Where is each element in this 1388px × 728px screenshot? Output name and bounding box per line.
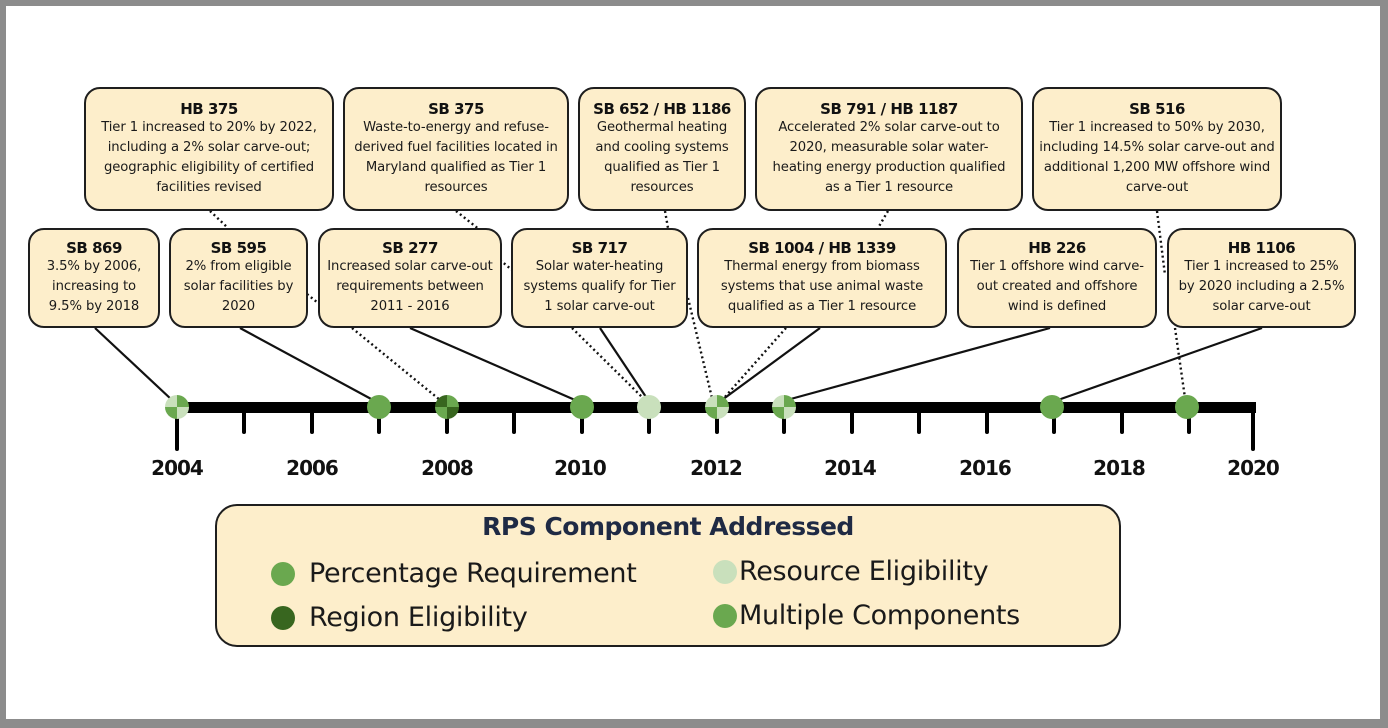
marker-2012-multiple (705, 395, 729, 419)
marker-2004-multiple (165, 395, 189, 419)
event-box-sb375: SB 375 Waste-to-energy and refuse-derive… (343, 87, 569, 211)
year-label-2012: 2012 (690, 456, 743, 480)
resource-dot-icon (713, 559, 737, 584)
percentage-dot-icon (271, 561, 295, 586)
year-label-2004: 2004 (151, 456, 204, 480)
legend-item-region: Region Eligibility (271, 602, 528, 633)
year-label-2016: 2016 (959, 456, 1012, 480)
bill-description: Waste-to-energy and refuse-derived fuel … (354, 120, 558, 195)
dotted-connectors (209, 210, 1187, 401)
marker-2010-percentage (570, 395, 594, 419)
bill-title: SB 652 / HB 1186 (593, 100, 731, 118)
solid-connectors (94, 326, 1263, 402)
bill-title: SB 717 (571, 239, 628, 257)
year-label-2014: 2014 (824, 456, 877, 480)
event-box-sb869: SB 869 3.5% by 2006, increasing to 9.5% … (28, 228, 160, 328)
event-box-hb1106: HB 1106 Tier 1 increased to 25% by 2020 … (1167, 228, 1356, 328)
bill-description: Accelerated 2% solar carve-out to 2020, … (772, 120, 1006, 195)
marker-2019-percentage (1175, 395, 1199, 419)
bill-description: Tier 1 increased to 20% by 2022, includi… (101, 120, 317, 195)
bill-description: Increased solar carve-out requirements b… (327, 259, 493, 314)
bill-title: SB 791 / HB 1187 (820, 100, 958, 118)
marker-2017-percentage (1040, 395, 1064, 419)
legend-title: RPS Component Addressed (482, 512, 854, 541)
bill-description: 3.5% by 2006, increasing to 9.5% by 2018 (46, 259, 142, 314)
year-label-2008: 2008 (421, 456, 474, 480)
event-box-sb791-hb1187: SB 791 / HB 1187 Accelerated 2% solar ca… (755, 87, 1023, 211)
event-box-hb375: HB 375 Tier 1 increased to 20% by 2022, … (84, 87, 334, 211)
legend-item-percentage: Percentage Requirement (271, 558, 637, 589)
region-dot-icon (271, 605, 295, 630)
legend-label: Region Eligibility (309, 602, 528, 633)
year-label-2018: 2018 (1093, 456, 1146, 480)
bill-title: SB 595 (210, 239, 267, 257)
marker-2013-multiple (772, 395, 796, 419)
year-label-2010: 2010 (554, 456, 607, 480)
legend-item-resource: Resource Eligibility (713, 556, 989, 587)
year-label-2006: 2006 (286, 456, 339, 480)
bill-description: Tier 1 offshore wind carve-out created a… (970, 259, 1144, 314)
multiple-dot-icon (713, 603, 737, 628)
legend-label: Resource Eligibility (739, 556, 989, 587)
event-box-sb1004-hb1339: SB 1004 / HB 1339 Thermal energy from bi… (697, 228, 947, 328)
bill-description: Tier 1 increased to 50% by 2030, includi… (1039, 120, 1275, 195)
marker-2007-percentage (367, 395, 391, 419)
bill-title: SB 869 (66, 239, 122, 257)
bill-description: Geothermal heating and cooling systems q… (595, 120, 729, 195)
legend: RPS Component Addressed Percentage Requi… (215, 504, 1121, 647)
event-box-sb277: SB 277 Increased solar carve-out require… (318, 228, 502, 328)
bill-title: HB 1106 (1227, 239, 1296, 257)
bill-description: 2% from eligible solar facilities by 202… (183, 259, 294, 314)
bill-description: Thermal energy from biomass systems that… (720, 259, 924, 314)
event-box-sb595: SB 595 2% from eligible solar facilities… (169, 228, 308, 328)
legend-label: Percentage Requirement (309, 558, 637, 589)
event-box-sb516: SB 516 Tier 1 increased to 50% by 2030, … (1032, 87, 1282, 211)
bill-title: HB 226 (1028, 239, 1086, 257)
bill-title: SB 516 (1129, 100, 1185, 118)
event-box-sb717: SB 717 Solar water-heating systems quali… (511, 228, 688, 328)
year-label-2020: 2020 (1227, 456, 1280, 480)
legend-label: Multiple Components (739, 600, 1020, 631)
bill-description: Tier 1 increased to 25% by 2020 includin… (1178, 259, 1345, 314)
marker-2008-multiple (435, 395, 459, 419)
bill-title: SB 1004 / HB 1339 (748, 239, 896, 257)
bill-title: SB 375 (428, 100, 484, 118)
bill-title: SB 277 (382, 239, 438, 257)
event-box-hb226: HB 226 Tier 1 offshore wind carve-out cr… (957, 228, 1157, 328)
bill-title: HB 375 (180, 100, 238, 118)
bill-description: Solar water-heating systems qualify for … (523, 259, 676, 314)
marker-2011-resource (637, 395, 661, 419)
event-box-sb652-hb1186: SB 652 / HB 1186 Geothermal heating and … (578, 87, 746, 211)
legend-item-multiple: Multiple Components (713, 600, 1020, 631)
